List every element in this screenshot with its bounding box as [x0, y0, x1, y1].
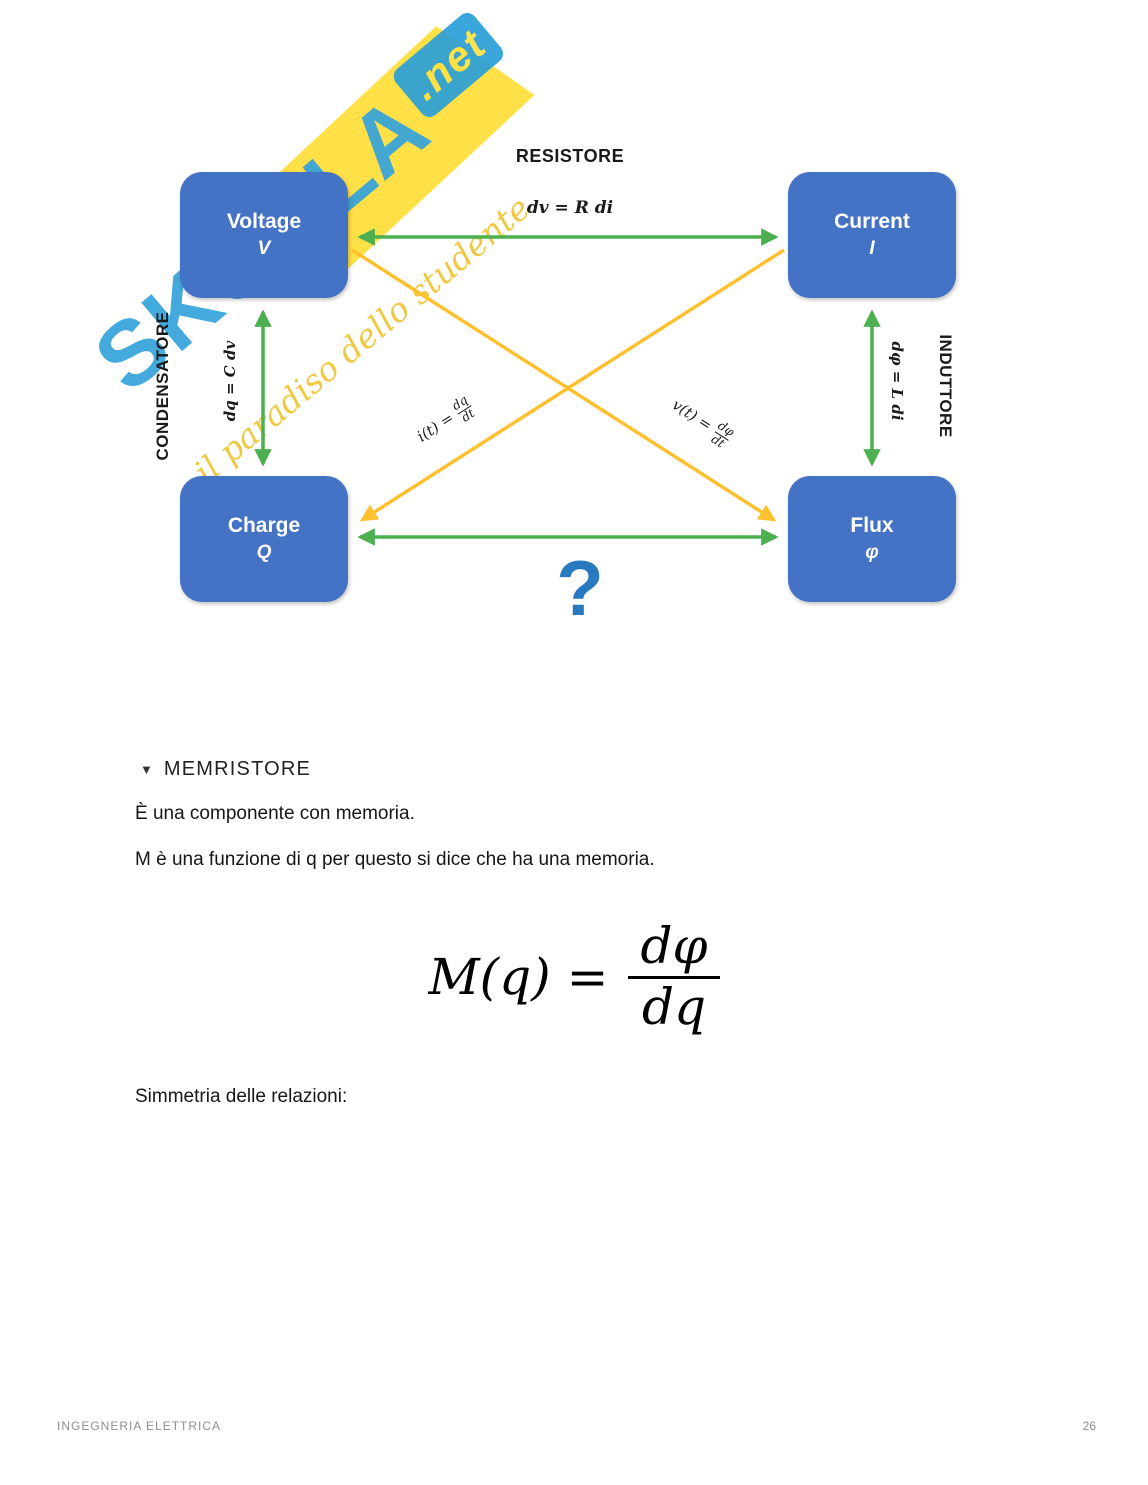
node-flux: Flux φ	[788, 476, 956, 602]
paragraph-memoria: È una componente con memoria.	[135, 803, 415, 824]
resistore-formula: dv = R di	[526, 198, 614, 218]
node-current-label: Current	[834, 210, 910, 234]
node-charge: Charge Q	[180, 476, 348, 602]
node-current: Current I	[788, 172, 956, 298]
collapse-triangle-icon[interactable]: ▼	[140, 762, 153, 777]
node-charge-symbol: Q	[256, 541, 272, 563]
node-flux-label: Flux	[850, 514, 894, 538]
paragraph-funzione: M è una funzione di q per questo si dice…	[135, 849, 655, 870]
node-current-symbol: I	[869, 237, 875, 259]
section-heading-text: MEMRISTORE	[163, 758, 312, 780]
node-flux-symbol: φ	[865, 541, 879, 563]
fraction-numerator: dφ	[640, 917, 708, 975]
footer-page-number: 26	[1082, 1419, 1096, 1433]
question-mark: ?	[556, 544, 604, 632]
arrow-current-to-charge	[359, 248, 785, 522]
paragraph-simmetria: Simmetria delle relazioni:	[135, 1086, 348, 1107]
resistore-label: RESISTORE	[515, 146, 625, 166]
formula-lhs: M(q) =	[428, 948, 609, 1006]
section-heading: ▼ MEMRISTORE	[140, 758, 311, 781]
fraction-denominator: dq	[628, 975, 720, 1037]
footer-course-title: INGEGNERIA ELETTRICA	[57, 1419, 222, 1433]
arrow-voltage-to-flux	[351, 248, 777, 522]
node-charge-label: Charge	[227, 514, 301, 538]
